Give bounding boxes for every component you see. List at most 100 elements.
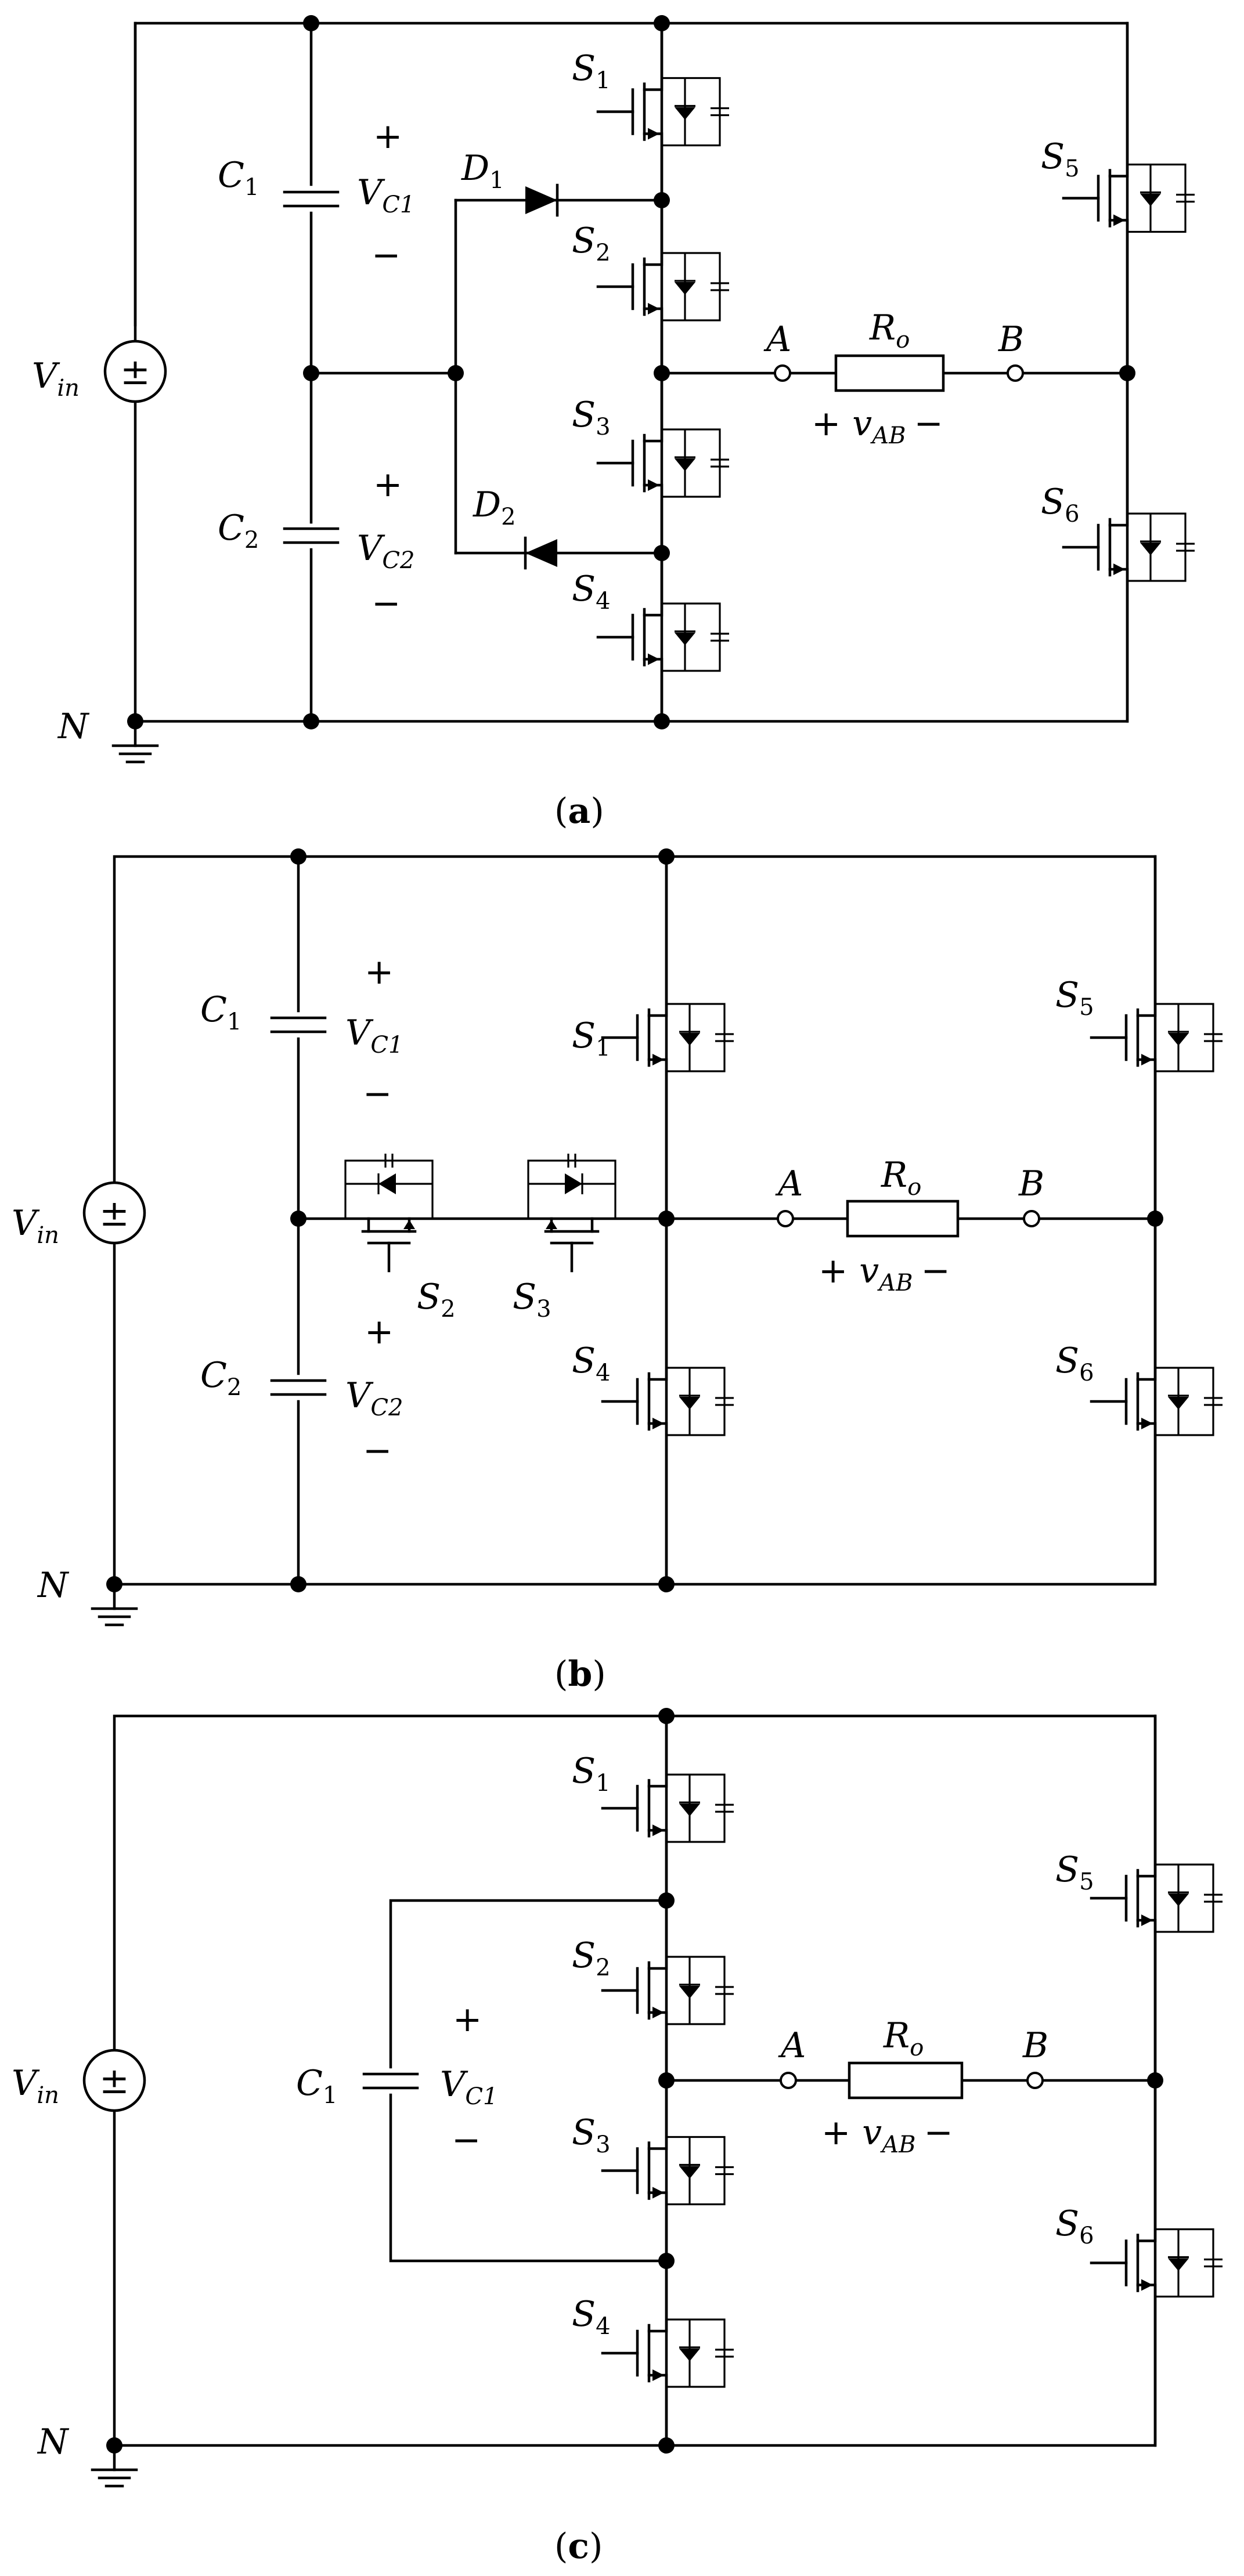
source-icon-b: ± [82,1181,146,1245]
source-icon-c-symbol: ± [99,2060,129,2102]
vc1-plus-b: + [365,952,394,992]
mosfet-s2-a [596,198,729,375]
capacitor-c1-c [362,2072,419,2090]
diode-label-d1: D1 [461,148,504,194]
junction-dot-b [1147,1211,1163,1227]
terminal-a-a [774,364,791,382]
mosfet-s6-c [1090,2079,1223,2447]
source-icon-c: ± [82,2048,146,2112]
switch-label-s3-a: S3 [572,395,611,440]
mosfet-s5-c [1090,1714,1223,2082]
mosfet-s1-a [596,21,729,202]
junction-dot-b [658,848,675,865]
capacitor-c1-b [270,1016,327,1034]
vc1-plus-a: + [373,116,402,157]
mosfet-s4-c [601,2259,734,2447]
vab-label-a: +vAB− [812,403,943,449]
vc2-label-a: VC2 [357,528,414,574]
junction-dot-c [658,2437,675,2454]
source-icon-a-symbol: ± [120,351,150,393]
junction-dot-a [448,365,464,381]
mosfet-s6-a [1062,371,1195,723]
switch-label-s2-b: S2 [417,1277,456,1323]
capacitor-c2-b [270,1379,327,1396]
vab-label-c: +vAB− [821,2112,953,2158]
mosfet-s4-b [601,1217,734,1586]
components-layer: ± ± ± [82,15,1223,2488]
vc2-minus-b: − [363,1430,392,1471]
panel-a-wiring [134,21,1129,723]
junction-dot-a [654,192,670,208]
panel-caption-a: (a) [554,791,604,832]
capacitor-label-c2-a: C2 [218,508,259,554]
mosfet-s6-b [1090,1217,1223,1586]
terminal-b-label-a: B [998,319,1024,360]
vc1-label-a: VC1 [357,172,414,218]
junction-dot-b [290,1576,307,1592]
capacitor-label-c1-c: C1 [296,2063,337,2109]
diode-d1 [525,183,559,217]
junction-dot-a [654,365,670,381]
junction-dot-a [654,545,670,561]
mosfet-s2-c [601,1899,734,2082]
load-resistor-c [848,2061,964,2100]
load-resistor-a [834,354,945,392]
terminal-b-label-b: B [1018,1164,1044,1204]
panel-c-wiring [113,1714,1157,2447]
terminal-a-c [780,2072,797,2089]
vc1-plus-c: + [453,1999,482,2040]
junction-dot-a [127,713,143,729]
switch-label-s1-a: S1 [572,48,611,94]
vab-label-b: +vAB− [818,1251,950,1296]
terminal-b-b [1023,1210,1040,1227]
load-label-c: Ro [883,2015,924,2061]
diode-label-d2: D2 [473,485,516,530]
switch-label-s1-c: S1 [572,1751,611,1797]
junction-dot-c [658,2253,675,2269]
switch-label-s3-b: S3 [513,1277,551,1323]
terminal-b-a [1007,364,1024,382]
source-label-c: Vin [12,2063,59,2109]
capacitor-c2-a [283,527,340,544]
vc1-minus-a: − [372,235,401,276]
source-icon-a: ± [103,339,167,403]
load-label-b: Ro [881,1155,921,1201]
source-icon-b-symbol: ± [99,1192,129,1234]
switch-label-s6-b: S6 [1055,1341,1094,1386]
mosfet-s3-b [527,1154,616,1273]
load-resistor-b [846,1200,960,1238]
terminal-b-label-c: B [1022,2025,1048,2066]
mosfet-s2-b [344,1154,434,1273]
ground-label-c: N [37,2422,70,2462]
mosfet-s5-b [1090,855,1223,1220]
switch-label-s5-b: S5 [1055,975,1094,1021]
panel-caption-b: (b) [554,1654,606,1695]
junction-dot-a [303,713,319,729]
switch-label-s6-c: S6 [1055,2203,1094,2249]
junction-dot-c [658,1708,675,1724]
load-label-a: Ro [869,308,910,353]
junction-dot-b [290,1211,307,1227]
panel-a [134,21,1129,723]
vc2-plus-b: + [365,1312,394,1352]
junction-dot-a [303,15,319,31]
junction-dot-c [106,2437,122,2454]
vc2-label-b: VC2 [345,1375,403,1421]
diode-d2 [524,536,557,570]
capacitor-label-c2-b: C2 [200,1355,241,1401]
mosfet-s4-a [596,551,729,723]
junction-dot-b [658,1576,675,1592]
junction-dot-b [290,848,307,865]
panel-caption-c: (c) [554,2526,603,2567]
switch-label-s4-a: S4 [572,569,611,615]
mosfet-s3-a [596,371,729,555]
mosfet-s5-a [1062,21,1195,375]
junction-dot-a [654,15,670,31]
ground-label-b: N [37,1565,70,1606]
junction-dot-a [654,713,670,729]
junction-dot-c [658,2072,675,2089]
source-label-b: Vin [12,1203,59,1249]
junction-dot-b [106,1576,122,1592]
terminal-b-c [1026,2072,1044,2089]
